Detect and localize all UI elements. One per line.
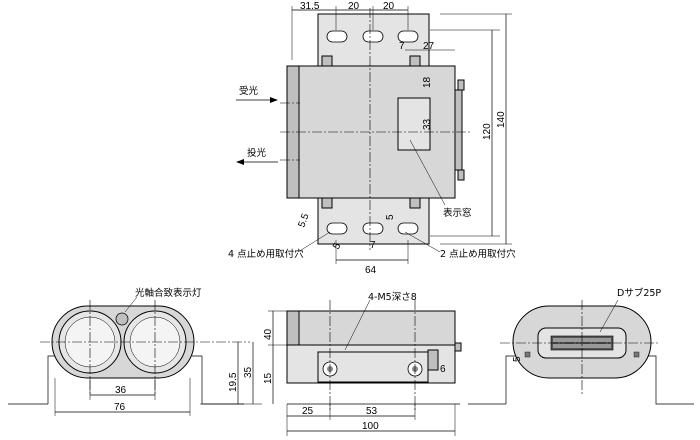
dim-76: 76 [114,402,126,413]
display-window [397,97,431,151]
screw-head [409,55,421,67]
side-connector-screw [454,342,462,352]
slot-hole [362,30,384,43]
dim-27: 27 [423,41,435,52]
side-lens-face [286,310,300,346]
dim-5-5: 5.5 [296,212,311,229]
dim-6: 6 [440,364,446,375]
dim-5a: 5 [331,241,344,252]
dim-120: 120 [482,123,493,140]
dim-140: 140 [496,111,507,128]
front-view: 光軸合致表示灯 36 76 19.5 35 [8,287,262,416]
dim-36: 36 [115,385,127,396]
dim-20b: 20 [383,1,395,12]
dim-40: 40 [263,328,274,340]
dim-19-5: 19.5 [228,372,239,392]
sensor-body-side [286,310,456,346]
dim-35: 35 [243,366,254,378]
dim-31-5: 31.5 [300,1,320,12]
dim-7b: 7 [370,240,376,251]
top-view: 31.5 20 20 7 27 18 33 120 140 5.5 5 5 7 … [228,1,516,276]
label-mount-hole-4pt: 4 点止め用取付穴 [228,248,304,260]
dim-5b: 5 [385,214,396,220]
connector-screw [457,169,465,181]
slot-hole [362,222,384,235]
dim-100: 100 [362,421,379,432]
label-receive: 受光 [239,85,259,97]
dim-18: 18 [422,76,433,88]
dim-rear-5: 5 [512,356,523,362]
dim-15: 15 [263,372,274,384]
label-connector: Dサブ25P [617,287,661,299]
label-display-window: 表示窓 [443,207,472,219]
dim-33: 33 [422,118,433,130]
label-mount-hole-2pt: 2 点止め用取付穴 [440,248,516,260]
optical-axis-lamp [115,312,129,326]
side-connector [427,349,439,371]
screw-head [321,197,333,209]
slot-hole [326,222,348,235]
top-slot-holes [326,30,419,235]
screw-head [321,55,333,67]
dim-20a: 20 [348,1,360,12]
dim-25: 25 [302,406,314,417]
dim-64: 64 [365,265,377,276]
slot-hole [397,30,419,43]
emit-arrow-icon [236,159,244,165]
slot-hole [397,222,419,235]
label-screw-spec: 4-M5深さ8 [368,292,417,303]
label-emit: 投光 [247,147,267,159]
screw-head [409,197,421,209]
label-optical-axis-lamp: 光軸合致表示灯 [135,287,202,299]
receive-arrow-icon [270,97,278,103]
side-view: 4-M5深さ8 40 15 6 25 53 100 [263,292,462,436]
slot-hole [326,30,348,43]
dim-53: 53 [366,406,378,417]
connector-stub [454,89,463,171]
dim-7: 7 [399,41,405,52]
connector-screw [457,79,465,91]
rear-view: Dサブ25P 5 [468,287,694,405]
